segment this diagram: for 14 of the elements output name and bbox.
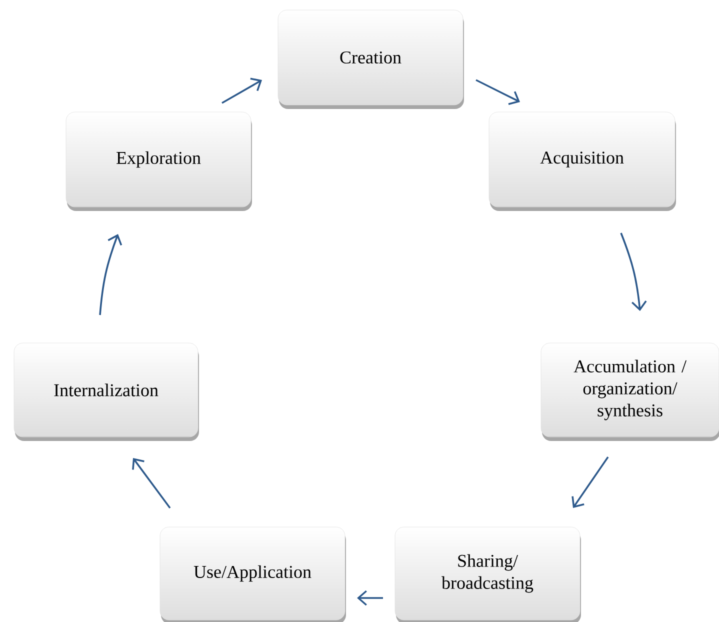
arrow xyxy=(572,456,609,508)
arrow xyxy=(620,232,647,311)
process-box: Accumulation / organization/ synthesis xyxy=(540,342,719,441)
process-box: Creation xyxy=(278,10,464,109)
arrow xyxy=(476,79,520,105)
arrow xyxy=(357,590,383,606)
arrow xyxy=(222,78,262,104)
process-box: Sharing/ broadcasting xyxy=(394,526,581,622)
process-box: Internalization xyxy=(14,342,199,441)
arrow xyxy=(132,458,171,509)
process-box: Acquisition xyxy=(488,112,676,211)
arrow xyxy=(99,234,122,316)
process-box: Exploration xyxy=(66,112,252,211)
process-box: Use/Application xyxy=(160,526,346,622)
